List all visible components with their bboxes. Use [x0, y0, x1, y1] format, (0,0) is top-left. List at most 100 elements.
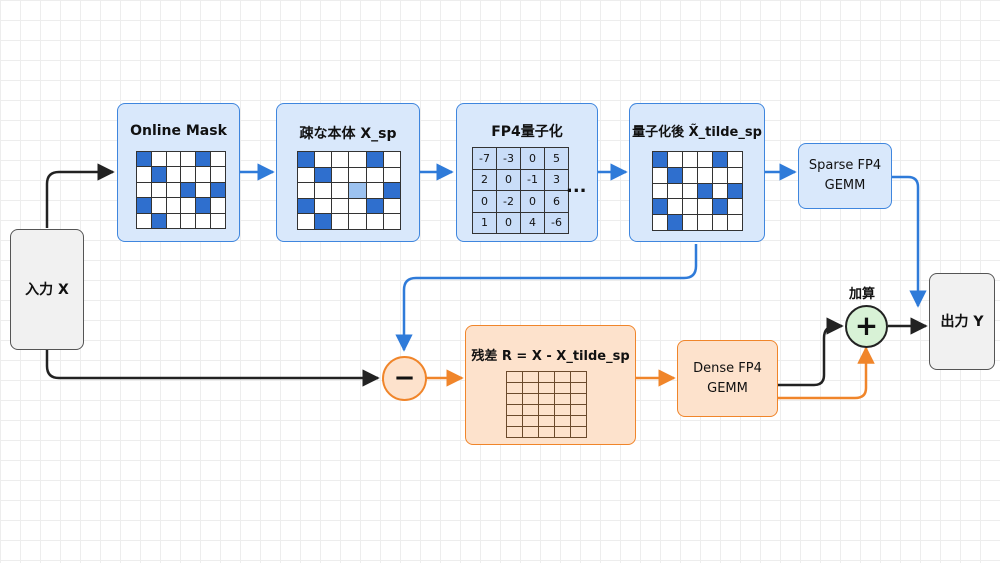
residual-cell: [523, 372, 539, 383]
mask-cell: [298, 167, 316, 184]
mask-cell: [698, 215, 713, 231]
residual-cell: [571, 405, 587, 416]
mask-cell: [349, 167, 367, 184]
mask-cell: [151, 198, 167, 214]
mask-cell: [713, 167, 728, 184]
mask-cell: [383, 167, 401, 184]
output-node: 出力 Y: [929, 273, 995, 370]
mask-cell-active: [137, 152, 152, 168]
mask-cell: [728, 167, 743, 184]
mask-cell: [315, 198, 333, 215]
residual-cell: [507, 372, 523, 383]
mask-cell: [211, 152, 226, 168]
mask-cell-active: [653, 199, 668, 216]
residual-cell: [539, 394, 555, 405]
matrix-cell: 1: [473, 212, 497, 234]
mask-cell: [653, 167, 668, 184]
mask-cell: [166, 213, 182, 229]
mask-cell: [698, 199, 713, 216]
mask-cell: [668, 199, 683, 216]
sparse-gemm-line2: GEMM: [824, 178, 866, 193]
residual-cell: [507, 394, 523, 405]
sparse-gemm-label: Sparse FP4 GEMM: [799, 156, 891, 196]
mask-cell-active: [713, 152, 728, 168]
residual-cell: [555, 383, 571, 394]
mask-cell-active: [366, 152, 384, 168]
residual-title: 残差 R = X - X_tilde_sp: [471, 349, 630, 364]
sparse-body-title: 疎な本体 X_sp: [299, 126, 397, 142]
mask-cell: [211, 198, 226, 214]
mask-cell: [668, 152, 683, 168]
mask-cell: [181, 213, 197, 229]
residual-cell: [571, 394, 587, 405]
mask-cell-active: [298, 152, 316, 168]
mask-cell: [728, 199, 743, 216]
residual-cell: [539, 416, 555, 427]
mask-cell: [332, 214, 350, 230]
add-operator: +: [845, 305, 888, 348]
wire-input-to-minus: [45, 350, 380, 387]
mask-cell-active: [315, 214, 333, 230]
mask-cell-active: [713, 199, 728, 216]
mask-cell: [366, 183, 384, 199]
wire-dense-to-add-black: [778, 317, 844, 387]
residual-cell: [571, 416, 587, 427]
fp4-quant-title: FP4量子化: [491, 124, 563, 140]
quantized-title: 量子化後 X̃_tilde_sp: [632, 125, 762, 140]
matrix-cell: 5: [545, 148, 569, 170]
residual-cell: [539, 372, 555, 383]
online-mask-node: Online Mask: [117, 103, 240, 242]
residual-cell: [571, 372, 587, 383]
residual-cell: [523, 427, 539, 438]
mask-cell-active: [151, 167, 167, 183]
residual-cell: [523, 383, 539, 394]
residual-grid: [506, 371, 587, 438]
mask-cell-active: [196, 152, 212, 168]
mask-cell-active: [196, 198, 212, 214]
input-node: 入力 X: [10, 229, 84, 350]
mask-cell: [166, 152, 182, 168]
residual-cell: [539, 405, 555, 416]
mask-cell: [332, 167, 350, 184]
residual-cell: [523, 416, 539, 427]
residual-node: 残差 R = X - X_tilde_sp: [465, 325, 636, 445]
wire-input-to-mask: [45, 163, 115, 228]
output-label: 出力 Y: [940, 313, 984, 330]
matrix-cell: -6: [545, 212, 569, 234]
residual-cell: [523, 394, 539, 405]
mask-cell: [713, 215, 728, 231]
mask-cell: [366, 214, 384, 230]
mask-cell: [181, 198, 197, 214]
mask-cell: [683, 152, 698, 168]
mask-cell-active: [728, 183, 743, 200]
sparse-body-node: 疎な本体 X_sp: [276, 103, 420, 242]
mask-cell-active: [366, 198, 384, 215]
matrix-cell: 0: [497, 169, 521, 191]
residual-cell: [507, 405, 523, 416]
online-mask-grid: [136, 151, 226, 229]
dense-gemm-line2: GEMM: [707, 380, 748, 396]
matrix-cell: 0: [521, 191, 545, 213]
quantized-node: 量子化後 X̃_tilde_sp: [629, 103, 765, 242]
mask-cell: [653, 215, 668, 231]
mask-cell: [151, 182, 167, 199]
mask-cell-active: [298, 198, 316, 215]
matrix-cell: 6: [545, 191, 569, 213]
mask-cell: [728, 152, 743, 168]
dense-gemm-label: Dense FP4 GEMM: [678, 359, 777, 399]
residual-cell: [523, 405, 539, 416]
mask-cell: [137, 167, 152, 183]
mask-cell: [683, 215, 698, 231]
mask-cell-active: [211, 182, 226, 199]
mask-cell-active: [349, 183, 367, 199]
mask-cell-active: [151, 213, 167, 229]
residual-cell: [555, 394, 571, 405]
mask-cell: [137, 182, 152, 199]
quantized-grid: [652, 151, 743, 231]
mask-cell-active: [181, 182, 197, 199]
sparse-body-grid: [297, 151, 401, 230]
mask-cell-active: [137, 198, 152, 214]
plus-icon: +: [854, 308, 879, 342]
